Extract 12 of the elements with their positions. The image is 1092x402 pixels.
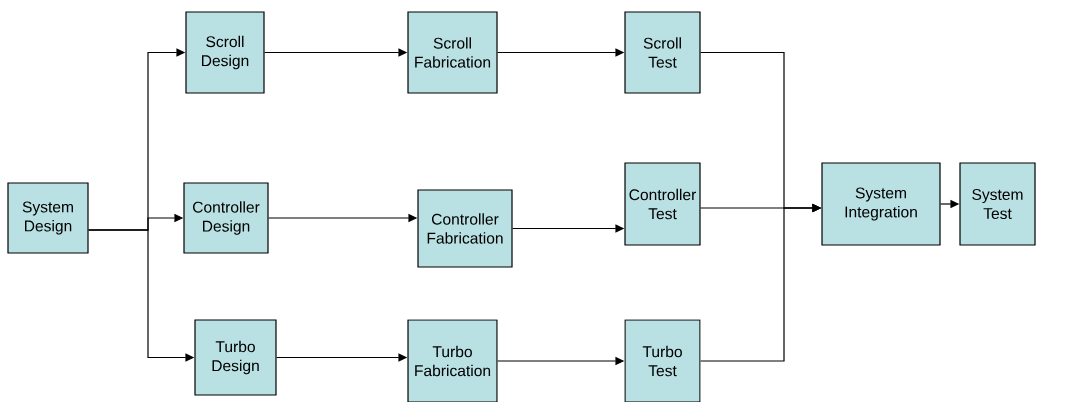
- process-box: Controller Design: [183, 182, 269, 254]
- process-box: Scroll Test: [624, 11, 701, 94]
- process-box: System Integration: [821, 162, 941, 246]
- process-box: System Design: [7, 182, 89, 254]
- process-box: System Test: [959, 162, 1036, 246]
- process-box: Scroll Design: [185, 11, 265, 94]
- process-box: Turbo Test: [624, 319, 701, 402]
- process-box: Turbo Design: [194, 319, 277, 396]
- process-box: Scroll Fabrication: [407, 11, 498, 94]
- process-box: Turbo Fabrication: [407, 319, 498, 402]
- process-box: Controller Test: [624, 162, 701, 246]
- process-box: Controller Fabrication: [417, 189, 513, 268]
